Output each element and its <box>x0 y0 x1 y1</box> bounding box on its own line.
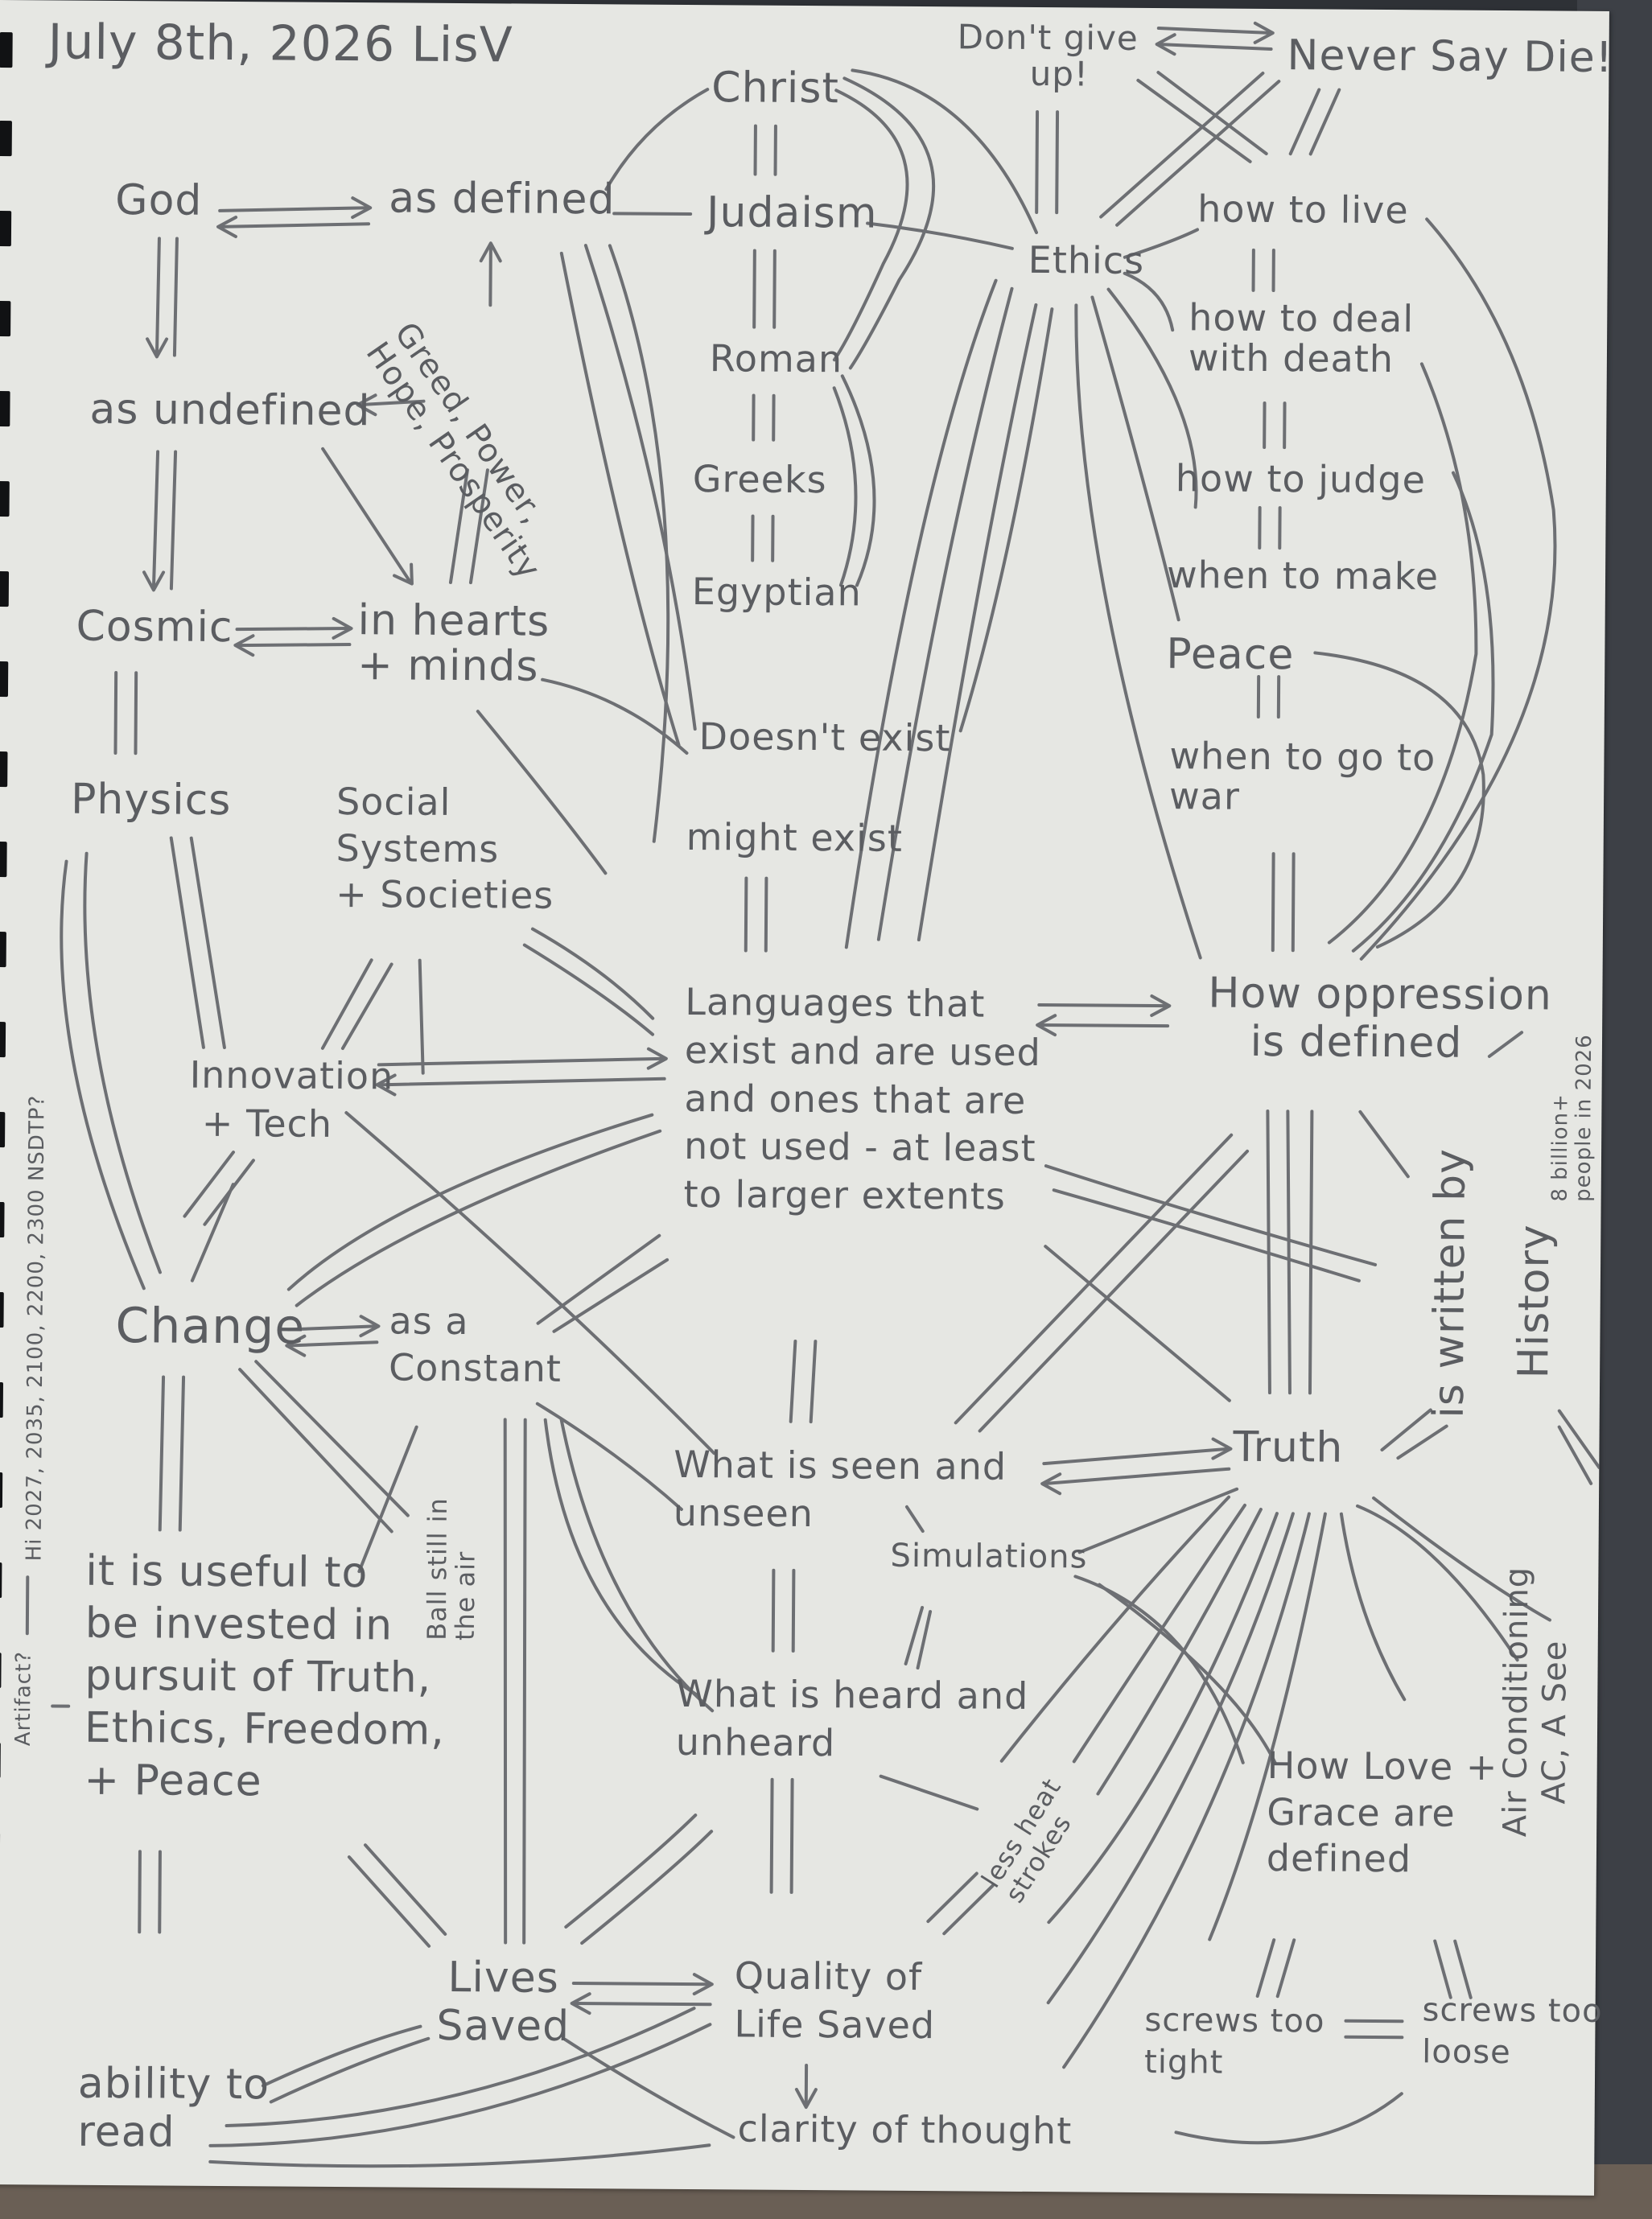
node-judaism: Judaism <box>706 188 878 238</box>
node-egyptian: Egyptian <box>691 570 862 615</box>
node-what-is-heard: What is heard and unheard <box>675 1671 1029 1765</box>
node-simulations: Simulations <box>890 1537 1088 1576</box>
node-how-oppression: How oppression is defined <box>1207 969 1553 1068</box>
margin-note-artifact: Artifact? <box>10 1650 36 1747</box>
node-how-to-deal: how to deal with death <box>1188 295 1415 381</box>
node-change: Change <box>115 1298 306 1356</box>
node-how-love-grace: How Love + Grace are defined <box>1266 1744 1498 1881</box>
node-what-is-seen: What is seen and unseen <box>673 1442 1007 1535</box>
node-christ: Christ <box>711 64 840 113</box>
node-air-conditioning: Air Conditioning AC, A See <box>1497 1566 1574 1838</box>
node-clarity-of-thought: clarity of thought <box>737 2106 1073 2153</box>
node-truth: Truth <box>1233 1422 1344 1472</box>
node-ability-to-read: ability to read <box>77 2059 270 2157</box>
node-screws-too-tight: screws too tight <box>1143 2001 1325 2081</box>
node-never-say-die: Never Say Die! <box>1287 31 1613 82</box>
node-as-a-constant: as a Constant <box>388 1299 562 1390</box>
node-might-exist: might exist <box>686 814 904 860</box>
node-how-to-live: how to live <box>1197 187 1409 233</box>
connector-arrows <box>25 21 1601 2168</box>
node-dont-give-up: Don't give up! <box>957 17 1139 94</box>
node-languages: Languages that exist and are used and on… <box>683 979 1042 1218</box>
node-useful-pursuit: it is useful to be invested in pursuit o… <box>84 1546 445 1806</box>
sketchbook-page: July 8th, 2026 LisV Don't give up! Never… <box>0 0 1613 2196</box>
node-quality-of-life: Quality of Life Saved <box>734 1953 936 2047</box>
node-roman: Roman <box>709 336 843 381</box>
node-as-defined: as defined <box>389 174 616 224</box>
node-history: History <box>1510 1224 1559 1379</box>
node-god: God <box>115 176 203 225</box>
node-ethics: Ethics <box>1028 237 1145 282</box>
node-lives-saved: Lives Saved <box>436 1953 571 2051</box>
note-8-billion: 8 billion+ people in 2026 <box>1547 1034 1596 1202</box>
node-innovation-tech: Innovation + Tech <box>189 1052 394 1146</box>
node-when-to-make: when to make <box>1166 553 1440 599</box>
node-when-to-go-to-war: when to go to war <box>1168 734 1436 818</box>
node-social-systems: Social Systems + Societies <box>336 779 554 917</box>
node-cosmic: Cosmic <box>76 602 233 653</box>
node-in-hearts-minds: in hearts + minds <box>357 596 550 691</box>
node-screws-too-loose: screws too loose <box>1422 1991 1603 2072</box>
node-is-written-by: is written by <box>1424 1147 1476 1418</box>
node-as-undefined: as undefined <box>89 385 371 436</box>
node-doesnt-exist: Doesn't exist <box>698 714 951 760</box>
node-physics: Physics <box>70 775 232 825</box>
margin-note-years: Hi 2027, 2035, 2100, 2200, 2300 NSDTP? <box>22 1094 50 1562</box>
node-peace-right: Peace <box>1166 630 1295 680</box>
date-heading: July 8th, 2026 LisV <box>47 14 513 74</box>
node-how-to-judge: how to judge <box>1175 456 1427 502</box>
node-greeks: Greeks <box>692 457 827 502</box>
